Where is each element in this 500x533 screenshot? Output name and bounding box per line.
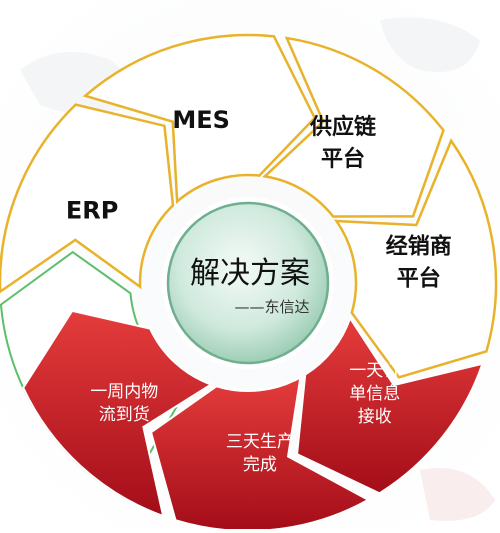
segment-logistics-label: 流到货 <box>99 405 150 425</box>
segment-produce-shape <box>149 375 371 532</box>
segment-dealer-label: 平台 <box>397 266 441 292</box>
segment-logistics-shape <box>22 309 214 518</box>
segment-supply-label: 平台 <box>321 146 365 172</box>
center-hub: 解决方案 ——东信达 <box>162 197 334 369</box>
segment-mes-label: MES <box>172 106 230 134</box>
segment-supply-label: 供应链 <box>309 114 376 140</box>
segment-dealer-label: 经销商 <box>386 234 452 260</box>
segment-dealer-shape <box>333 138 498 379</box>
segment-produce-label: 三天生产 <box>226 432 294 452</box>
segment-erp-label: ERP <box>66 197 118 225</box>
center-subtitle: ——东信达 <box>234 298 309 316</box>
segment-order-label: 一天订 <box>349 361 400 381</box>
segment-supply-shape <box>262 36 445 218</box>
segment-erp-shape <box>0 103 175 294</box>
segment-mes-shape <box>82 33 317 205</box>
segment-produce-label: 完成 <box>243 455 277 475</box>
segment-order-label: 接收 <box>358 407 392 427</box>
segment-logistics-label: 一周内物 <box>90 382 158 402</box>
segment-erp: ERP <box>0 103 175 294</box>
segment-order-shape <box>295 315 485 495</box>
segment-mes: MES <box>82 33 317 205</box>
segment-order-label: 单信息 <box>349 384 400 404</box>
center-title: 解决方案 <box>190 256 310 291</box>
